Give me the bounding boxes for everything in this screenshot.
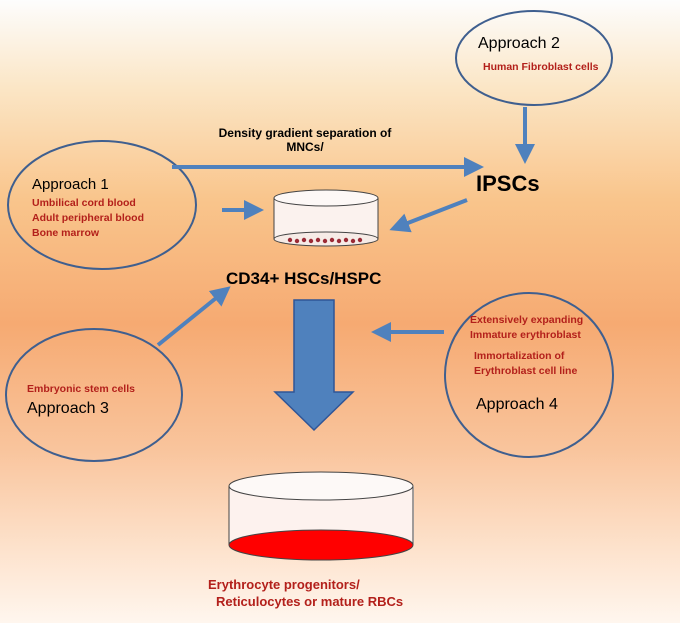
approach1-title: Approach 1 bbox=[32, 176, 109, 193]
arrow-approach3-to-cd34 bbox=[156, 286, 231, 347]
result-line-2: Reticulocytes or mature RBCs bbox=[216, 594, 404, 609]
arrow-ipscs-to-dish bbox=[389, 198, 468, 233]
approach3-title: Approach 3 bbox=[27, 400, 109, 417]
approach4-sources-a: Extensively expanding Immature erythrobl… bbox=[470, 313, 583, 343]
result-line-1: Erythrocyte progenitors/ bbox=[208, 577, 360, 592]
density-label-line1: Density gradient separation of bbox=[218, 126, 392, 140]
approach1-ellipse bbox=[7, 140, 197, 270]
density-label-line2: MNCs/ bbox=[286, 140, 324, 154]
approach1-source-3: Bone marrow bbox=[32, 227, 100, 239]
big-down-arrow bbox=[273, 299, 355, 432]
approach3-ellipse bbox=[5, 328, 183, 462]
approach1-sources: Umbilical cord blood Adult peripheral bl… bbox=[32, 196, 144, 241]
approach1-source-2: Adult peripheral blood bbox=[32, 212, 144, 224]
approach3-source: Embryonic stem cells bbox=[27, 383, 135, 395]
approach4-source-1: Extensively expanding bbox=[470, 314, 584, 326]
approach4-source-3: Immortalization of bbox=[474, 350, 565, 362]
cd34-label: CD34+ HSCs/HSPC bbox=[226, 269, 382, 288]
density-gradient-label: Density gradient separation of MNCs/ bbox=[190, 126, 420, 154]
approach2-title: Approach 2 bbox=[478, 35, 560, 52]
approach4-source-4: Erythroblast cell line bbox=[474, 365, 578, 377]
result-label: Erythrocyte progenitors/ Reticulocytes o… bbox=[208, 576, 403, 610]
approach4-source-2: Immature erythroblast bbox=[470, 329, 581, 341]
approach4-title: Approach 4 bbox=[476, 396, 558, 413]
approach4-ellipse bbox=[444, 292, 614, 458]
approach1-source-1: Umbilical cord blood bbox=[32, 197, 136, 209]
approach4-sources-b: Immortalization of Erythroblast cell lin… bbox=[474, 349, 577, 379]
petri-dish-large bbox=[228, 471, 414, 561]
approach2-source: Human Fibroblast cells bbox=[483, 61, 599, 73]
ipscs-label: IPSCs bbox=[476, 171, 540, 196]
petri-dish-small bbox=[273, 189, 379, 247]
approach2-ellipse bbox=[455, 10, 613, 106]
